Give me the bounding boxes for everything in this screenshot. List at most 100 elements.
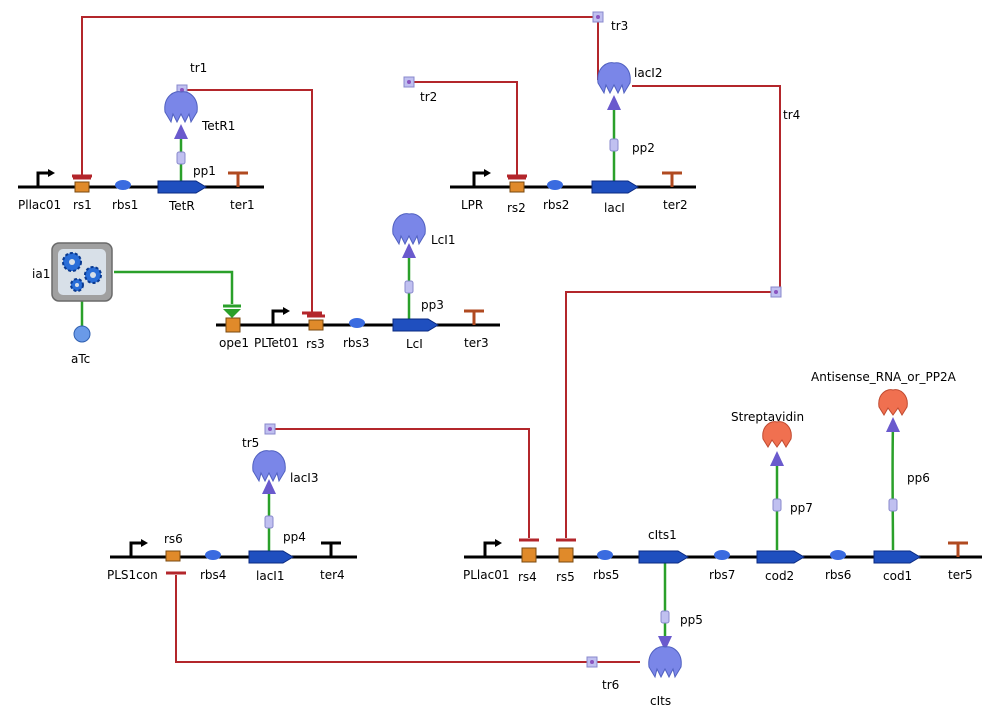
pp7-node[interactable] xyxy=(772,498,782,512)
terminator-ter3[interactable] xyxy=(462,309,486,327)
protein-cits-label: cIts xyxy=(650,694,671,708)
edge-tr2 xyxy=(409,81,518,176)
pp3-node[interactable] xyxy=(404,280,414,294)
pp2-arrowhead xyxy=(607,95,621,110)
rbs-a-label: rbs5 xyxy=(593,568,619,582)
protein-lci1-icon[interactable] xyxy=(392,213,426,245)
pp2-node[interactable] xyxy=(609,138,619,152)
gene-b-label: cod2 xyxy=(765,569,794,583)
operator-rs4[interactable] xyxy=(521,547,537,563)
pp5-label: pp5 xyxy=(680,613,703,627)
promoter-label: Pllac01 xyxy=(18,198,61,212)
protein-laci2-icon[interactable] xyxy=(597,62,631,94)
protein-streptavidin-icon[interactable] xyxy=(762,421,792,448)
protein-tetr1-label: TetR1 xyxy=(201,119,235,133)
pp1-arrowhead xyxy=(174,124,188,139)
gene-label: lacI xyxy=(604,201,625,215)
gene-laci1[interactable] xyxy=(248,550,294,564)
promoter-arrow-icon[interactable] xyxy=(271,305,292,327)
pp3-label: pp3 xyxy=(421,298,444,312)
circuit-5: PLlac01 rs4 rs5 rbs5 cIts1 rbs7 cod2 rbs… xyxy=(463,528,982,584)
protein-laci3-icon[interactable] xyxy=(252,450,286,482)
terminator-ter5[interactable] xyxy=(946,541,970,559)
gene-laci[interactable] xyxy=(591,180,639,194)
tr6-node[interactable] xyxy=(586,656,598,668)
operator-a-label: ope1 xyxy=(219,336,249,350)
rbs-rbs7[interactable] xyxy=(714,550,730,560)
tr3-node[interactable] xyxy=(592,11,604,23)
rbs-label: rbs4 xyxy=(200,568,226,582)
operator-ope1[interactable] xyxy=(225,317,241,333)
operator-rs2[interactable] xyxy=(506,176,528,194)
promoter-label: LPR xyxy=(461,198,483,212)
rbs-b-label: rbs7 xyxy=(709,568,735,582)
terminator-ter1[interactable] xyxy=(226,171,250,189)
tr4-node[interactable] xyxy=(770,286,782,298)
terminator-ter4[interactable] xyxy=(319,541,343,559)
tr1-label: tr1 xyxy=(190,61,207,75)
gene-cod1[interactable] xyxy=(873,550,921,564)
rbs-rbs3[interactable] xyxy=(349,318,365,328)
edge-tr4 xyxy=(565,85,781,538)
circuit-4: PLS1con rs6 rbs4 lacI1 ter4 xyxy=(107,532,357,583)
pp5-node[interactable] xyxy=(660,610,670,624)
inducer-group: ia1 aTc xyxy=(32,242,241,366)
gene-cod2[interactable] xyxy=(756,550,805,564)
activation-arrowhead xyxy=(223,309,241,318)
terminator-label: ter2 xyxy=(663,198,688,212)
circuit-1: Pllac01 rs1 rbs1 TetR ter1 xyxy=(18,167,264,213)
promoter-arrow-icon[interactable] xyxy=(472,167,493,189)
gene-cits1[interactable] xyxy=(638,550,689,564)
operator-a-label: rs4 xyxy=(518,570,537,584)
molecule-atc-icon[interactable] xyxy=(73,325,91,343)
protein-cits-icon[interactable] xyxy=(648,646,682,678)
protein-antisense-icon[interactable] xyxy=(878,389,908,416)
tr2-label: tr2 xyxy=(420,90,437,104)
operator-rs1[interactable] xyxy=(71,176,93,194)
gene-tetr[interactable] xyxy=(157,180,207,194)
rbs-label: rbs2 xyxy=(543,198,569,212)
pp3-arrowhead xyxy=(402,243,416,258)
operator-rs3[interactable] xyxy=(305,314,327,332)
gene-lci[interactable] xyxy=(392,318,439,332)
rbs-rbs6[interactable] xyxy=(830,550,846,560)
operator-label: rs6 xyxy=(164,532,183,546)
operator-rs6[interactable] xyxy=(165,550,181,562)
pp4-node[interactable] xyxy=(264,515,274,529)
promoter-arrow-icon[interactable] xyxy=(36,167,57,189)
protein-laci3-label: lacI3 xyxy=(290,471,318,485)
operator-label: rs2 xyxy=(507,201,526,215)
terminator-label: ter4 xyxy=(320,568,345,582)
gene-c-label: cod1 xyxy=(883,569,912,583)
tr6-label: tr6 xyxy=(602,678,619,692)
tr5-node[interactable] xyxy=(264,423,276,435)
pp1-label: pp1 xyxy=(193,164,216,178)
rbs-rbs5[interactable] xyxy=(597,550,613,560)
rbs-rbs1[interactable] xyxy=(115,180,131,190)
circuit-2: LPR rs2 rbs2 lacI ter2 xyxy=(450,167,696,215)
pp5-arrowhead xyxy=(658,636,672,651)
promoter-arrow-icon[interactable] xyxy=(129,537,150,559)
edge-tr5 xyxy=(270,428,530,538)
promoter-arrow-icon[interactable] xyxy=(483,537,504,559)
pp2-label: pp2 xyxy=(632,141,655,155)
gears-icon xyxy=(62,252,102,292)
protein-tetr1-icon[interactable] xyxy=(164,91,198,123)
rbs-rbs4[interactable] xyxy=(205,550,221,560)
operator-rs5[interactable] xyxy=(558,547,574,563)
edge-ia1 xyxy=(114,270,234,304)
rbs-c-label: rbs6 xyxy=(825,568,851,582)
molecule-atc-label: aTc xyxy=(71,352,90,366)
pp6-node[interactable] xyxy=(888,498,898,512)
pp1-node[interactable] xyxy=(176,151,186,165)
rbs-rbs2[interactable] xyxy=(547,180,563,190)
gene-label: lacI1 xyxy=(256,569,284,583)
operator-label: rs1 xyxy=(73,198,92,212)
circuit-3: ope1 PLTet01 rs3 rbs3 LcI ter3 xyxy=(216,305,500,351)
tr3-label: tr3 xyxy=(611,19,628,33)
gene-label: LcI xyxy=(406,337,423,351)
terminator-ter2[interactable] xyxy=(660,171,684,189)
pp7-label: pp7 xyxy=(790,501,813,515)
tr2-node[interactable] xyxy=(403,76,415,88)
